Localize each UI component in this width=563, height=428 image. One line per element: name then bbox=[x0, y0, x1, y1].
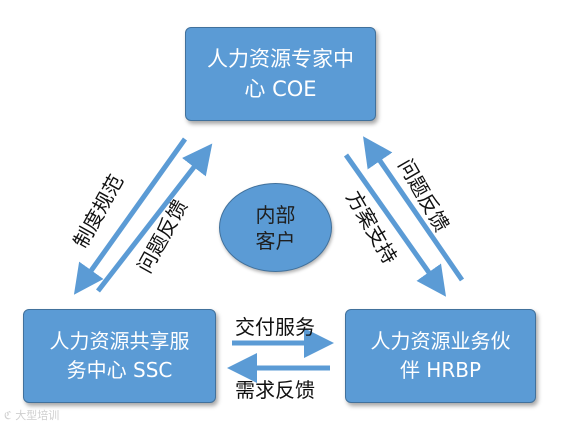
node-hrbp-line2: 伴 HRBP bbox=[399, 358, 482, 382]
watermark-text: 大型培训 bbox=[15, 409, 60, 422]
edge-label-ssc-to-hrbp: 交付服务 bbox=[235, 315, 315, 339]
arrow-coe-to-ssc bbox=[73, 137, 188, 295]
arrow-coe-to-hrbp bbox=[343, 153, 447, 297]
node-coe: 人力资源专家中 心 COE bbox=[185, 27, 376, 121]
node-ssc-line1: 人力资源共享服 bbox=[49, 329, 190, 353]
node-coe-line1: 人力资源专家中 bbox=[207, 46, 354, 71]
arrow-ssc-to-coe bbox=[96, 143, 213, 293]
edge-label-hrbp-to-ssc: 需求反馈 bbox=[235, 378, 315, 402]
node-internal-customer: 内部 客户 bbox=[219, 183, 332, 272]
watermark: ℭ 大型培训 bbox=[4, 407, 59, 423]
node-ssc: 人力资源共享服 务中心 SSC bbox=[23, 309, 216, 403]
node-hrbp: 人力资源业务伙 伴 HRBP bbox=[345, 309, 536, 403]
center-line2: 客户 bbox=[255, 228, 296, 253]
node-coe-line2: 心 COE bbox=[244, 77, 317, 101]
arrow-hrbp-to-coe bbox=[363, 136, 465, 282]
node-hrbp-line1: 人力资源业务伙 bbox=[370, 329, 511, 353]
node-ssc-line2: 务中心 SSC bbox=[66, 358, 173, 382]
center-line1: 内部 bbox=[255, 202, 296, 227]
watermark-icon: ℭ bbox=[4, 409, 12, 422]
